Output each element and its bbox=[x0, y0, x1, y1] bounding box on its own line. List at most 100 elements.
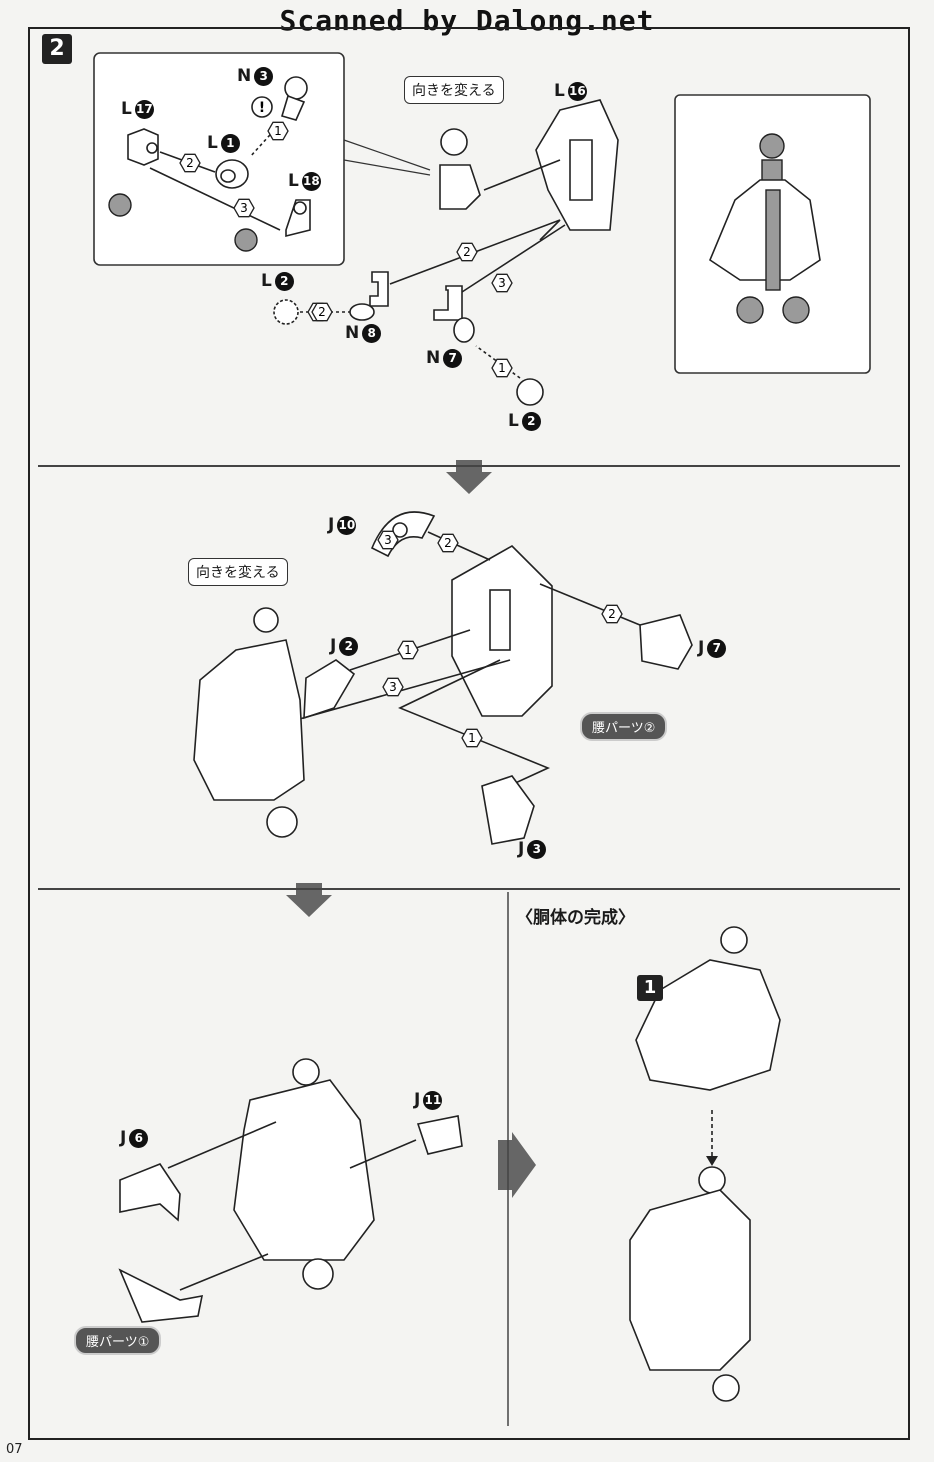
part-number-badge: 18 bbox=[301, 171, 321, 191]
runner-letter: N bbox=[345, 323, 360, 343]
step-badge: 2 bbox=[42, 34, 72, 64]
watermark-text: Scanned by Dalong.net bbox=[279, 4, 655, 37]
detail-inset-box bbox=[93, 52, 345, 266]
result-badge: 1 bbox=[637, 975, 663, 1001]
step-order-hexagon: 2 bbox=[179, 153, 201, 173]
step-order-hexagon: 2 bbox=[311, 302, 333, 322]
svg-text:!: ! bbox=[259, 100, 265, 116]
step-order-number: 2 bbox=[608, 607, 616, 621]
runner-letter: J bbox=[518, 839, 525, 859]
part-number-badge: 2 bbox=[274, 271, 294, 291]
part-l16-back-frame bbox=[535, 99, 619, 231]
right-arrow bbox=[498, 1132, 536, 1198]
part-number-badge: 2 bbox=[521, 411, 541, 431]
runner-letter: L bbox=[207, 133, 218, 153]
down-arrow-1 bbox=[446, 460, 492, 494]
runner-letter: L bbox=[288, 171, 299, 191]
runner-letter: L bbox=[508, 411, 519, 431]
step-order-number: 3 bbox=[389, 680, 397, 694]
section-divider bbox=[38, 888, 900, 890]
runner-letter: J bbox=[414, 1090, 421, 1110]
step-order-hexagon: 2 bbox=[456, 242, 478, 262]
part-number-badge: 17 bbox=[134, 99, 154, 119]
step-order-hexagon: 1 bbox=[491, 358, 513, 378]
step-order-hexagon: 2 bbox=[437, 533, 459, 553]
part-j7-cover bbox=[639, 614, 693, 670]
step-order-hexagon: 2 bbox=[601, 604, 623, 624]
part-j11-block bbox=[416, 1115, 463, 1155]
part-number-badge: 2 bbox=[339, 636, 359, 656]
runner-letter: J bbox=[328, 515, 335, 535]
torso-complete-title: 〈胴体の完成〉 bbox=[516, 908, 635, 928]
preview-assembled-frame bbox=[709, 133, 821, 324]
part-j6-plate bbox=[119, 1163, 181, 1222]
part-n8-bracket bbox=[349, 271, 389, 321]
runner-letter: L bbox=[121, 99, 132, 119]
part-number-badge: 10 bbox=[337, 515, 357, 535]
part-l1-cap bbox=[215, 159, 249, 189]
part-torso-lower bbox=[233, 1058, 375, 1290]
runner-letter: J bbox=[330, 636, 337, 656]
page-number: 07 bbox=[6, 1442, 23, 1457]
part-chest-complete bbox=[635, 926, 781, 1091]
waist-part-1-label: 腰パーツ① bbox=[74, 1326, 162, 1355]
part-j2-plate bbox=[303, 659, 356, 720]
part-torso-complete bbox=[629, 1166, 751, 1402]
runner-letter: J bbox=[120, 1128, 127, 1148]
runner-letter: L bbox=[554, 81, 565, 101]
part-shoulder-joint bbox=[439, 128, 481, 210]
step-order-number: 2 bbox=[444, 536, 452, 550]
step-order-number: 2 bbox=[463, 245, 471, 259]
step-order-number: 3 bbox=[384, 533, 392, 547]
part-number-badge: 7 bbox=[707, 638, 727, 658]
runner-letter: L bbox=[261, 271, 272, 291]
turn-around-callout: 向きを変える bbox=[188, 558, 288, 586]
part-number-badge: 8 bbox=[362, 323, 382, 343]
step-order-hexagon: 1 bbox=[461, 728, 483, 748]
waist-part-2-label: 腰パーツ② bbox=[580, 712, 668, 741]
part-number-badge: 3 bbox=[254, 66, 274, 86]
step-order-hexagon: 3 bbox=[233, 198, 255, 218]
part-n7-bracket bbox=[433, 285, 475, 343]
part-number-badge: 3 bbox=[527, 839, 547, 859]
part-l18-peg bbox=[285, 199, 311, 238]
part-number-badge: 6 bbox=[129, 1128, 149, 1148]
down-arrow-2 bbox=[286, 883, 332, 917]
part-number-badge: 11 bbox=[423, 1090, 443, 1110]
step-order-number: 3 bbox=[498, 276, 506, 290]
step-order-hexagon: 3 bbox=[491, 273, 513, 293]
step-order-number: 1 bbox=[468, 731, 476, 745]
step-order-number: 2 bbox=[186, 156, 194, 170]
step-order-hexagon: 1 bbox=[267, 121, 289, 141]
step-order-number: 3 bbox=[240, 201, 248, 215]
part-l17-frame bbox=[127, 128, 159, 166]
step-order-number: 1 bbox=[404, 643, 412, 657]
step-order-hexagon: 3 bbox=[382, 677, 404, 697]
part-n3-joint: ! bbox=[251, 76, 308, 121]
section-divider bbox=[38, 465, 900, 467]
runner-letter: N bbox=[426, 348, 441, 368]
part-number-badge: 16 bbox=[567, 81, 587, 101]
part-torso-mid bbox=[193, 607, 305, 838]
turn-around-callout: 向きを変える bbox=[404, 76, 504, 104]
page-frame bbox=[28, 27, 910, 1440]
part-number-badge: 7 bbox=[443, 348, 463, 368]
part-number-badge: 1 bbox=[220, 133, 240, 153]
runner-letter: N bbox=[237, 66, 252, 86]
part-waist1-plate bbox=[118, 1268, 204, 1323]
runner-letter: J bbox=[698, 638, 705, 658]
